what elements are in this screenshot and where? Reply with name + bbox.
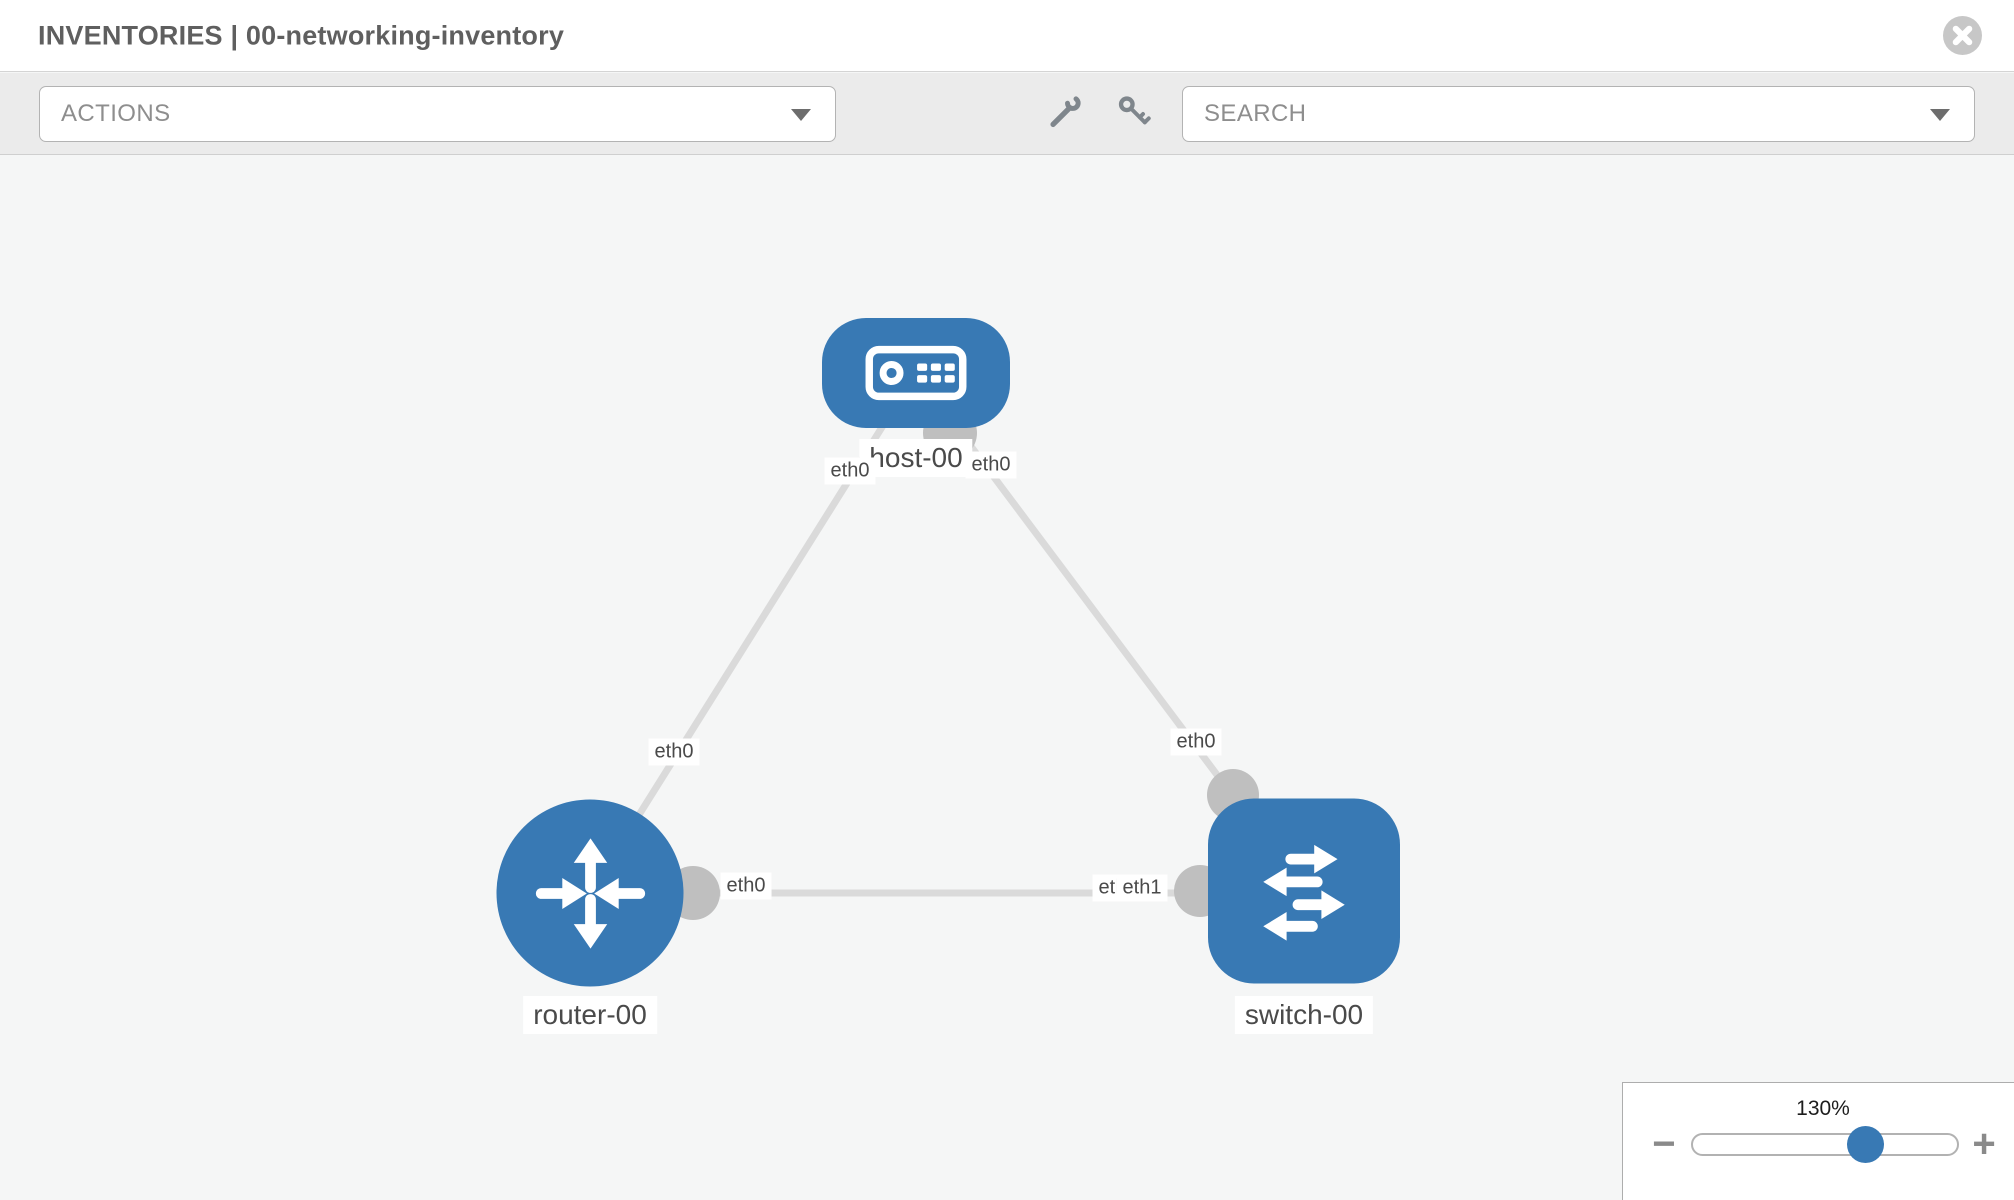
zoom-in-button[interactable]: +	[1972, 1122, 1996, 1166]
window-header: INVENTORIES | 00-networking-inventory	[0, 0, 2014, 72]
port-label-router-top: eth0	[648, 738, 700, 766]
search-dropdown[interactable]: SEARCH	[1182, 86, 1975, 142]
wrench-icon	[1050, 94, 1081, 127]
port-label-switch-top: eth0	[1170, 728, 1222, 756]
node-label-switch: switch-00	[1234, 996, 1374, 1034]
zoom-level-value: 130%	[1796, 1097, 1850, 1120]
page-title: INVENTORIES | 00-networking-inventory	[38, 20, 565, 50]
credentials-button[interactable]	[1116, 93, 1152, 134]
zoom-slider-track[interactable]	[1691, 1133, 1959, 1156]
node-label-host: host-00	[859, 439, 973, 477]
close-button[interactable]	[1943, 16, 1982, 55]
port-label-mid-near: eth0	[720, 872, 772, 900]
toolbar: ACTIONS SEARCH	[0, 73, 2014, 155]
topology-canvas[interactable]: host-00 router-00 switch-00 eth0 eth0 et…	[0, 156, 2014, 1200]
port-label-mid-far-over: eth1	[1116, 874, 1168, 902]
port-label-host-right: eth0	[965, 451, 1017, 479]
node-router-00[interactable]	[496, 799, 684, 987]
host-icon	[865, 345, 967, 401]
node-host-00[interactable]	[822, 318, 1010, 428]
node-switch-00[interactable]	[1208, 798, 1400, 984]
search-dropdown-label: SEARCH	[1204, 100, 1307, 127]
router-icon	[535, 837, 645, 949]
port-label-host-left: eth0	[824, 457, 876, 485]
close-icon	[1952, 25, 1973, 46]
actions-dropdown[interactable]: ACTIONS	[39, 86, 836, 142]
actions-dropdown-label: ACTIONS	[61, 100, 171, 127]
switch-icon	[1263, 844, 1345, 941]
zoom-control-panel: 130% − +	[1622, 1082, 2014, 1200]
chevron-down-icon	[1930, 109, 1950, 121]
zoom-out-button[interactable]: −	[1652, 1122, 1676, 1166]
configure-button[interactable]	[1047, 92, 1085, 135]
chevron-down-icon	[791, 109, 811, 121]
zoom-slider-knob[interactable]	[1846, 1125, 1884, 1163]
links-layer	[587, 370, 1307, 920]
key-icon	[1118, 95, 1151, 124]
node-label-router: router-00	[523, 996, 657, 1034]
